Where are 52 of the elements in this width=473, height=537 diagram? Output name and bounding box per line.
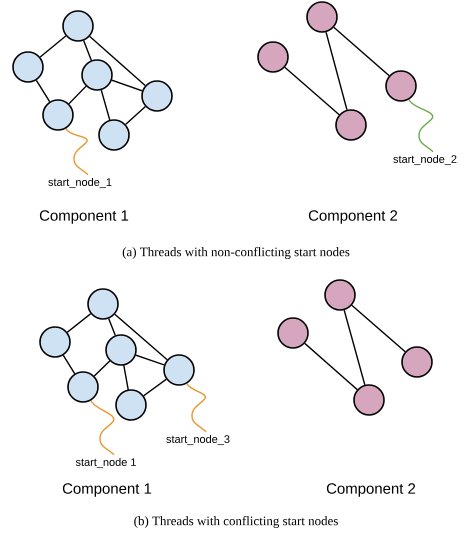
graph-edge — [112, 80, 142, 92]
graph-vertex — [163, 354, 195, 386]
graph-vertex — [115, 389, 147, 421]
graph-edge — [83, 40, 92, 61]
graph-vertex — [67, 371, 99, 403]
component-label: Component 1 — [62, 483, 152, 497]
graph-edge — [344, 310, 366, 385]
node-label: start_node 1 — [76, 458, 136, 468]
graph-edge — [114, 314, 168, 360]
graph-edge — [333, 26, 390, 76]
node-label: start_node_1 — [48, 178, 112, 188]
graph-edge — [304, 342, 358, 390]
node-label: start_node_2 — [393, 154, 456, 166]
graph-vertex — [62, 10, 94, 42]
graph-edge — [94, 360, 110, 376]
graph-vertex — [42, 99, 74, 131]
graph-vertex — [257, 41, 289, 73]
subfigure-caption: (a) Threads with non-conflicting start nodes — [122, 247, 350, 259]
graph-edge — [62, 355, 76, 374]
graph-vertex — [87, 288, 119, 320]
node-label: start_node_3 — [166, 434, 230, 446]
graph-vertex — [39, 326, 71, 358]
graph-edge — [89, 36, 146, 86]
graph-edge — [143, 378, 167, 396]
component-label: Component 2 — [326, 483, 416, 497]
graph-vertex — [401, 346, 433, 378]
graph-vertex — [98, 119, 130, 151]
graph-edge — [36, 80, 50, 102]
subfigure-caption: (b) Threads with conflicting start nodes — [134, 516, 338, 528]
graph-vertex — [12, 51, 44, 83]
graph-vertex — [141, 80, 173, 112]
graph-vertex — [353, 384, 385, 416]
graph-edge — [40, 35, 66, 58]
graph-edge — [68, 86, 86, 104]
graph-edge — [351, 304, 406, 352]
graph-edge — [100, 90, 110, 120]
graph-vertex — [324, 279, 356, 311]
graph-edge — [123, 365, 129, 390]
graph-edge — [66, 313, 92, 333]
graph-edge — [125, 106, 146, 125]
graph-vertex — [385, 70, 417, 102]
graph-vertex — [105, 334, 137, 366]
component-label: Component 1 — [40, 210, 128, 224]
component-label: Component 2 — [308, 210, 398, 224]
graph-vertex — [81, 59, 113, 91]
graph-vertex — [277, 317, 309, 349]
graph-vertex — [306, 1, 338, 33]
graph-vertex — [335, 109, 367, 141]
graph-edge — [284, 66, 340, 116]
graph-edge — [108, 318, 116, 336]
graph-edge — [325, 32, 348, 110]
graph-edge — [136, 354, 164, 366]
